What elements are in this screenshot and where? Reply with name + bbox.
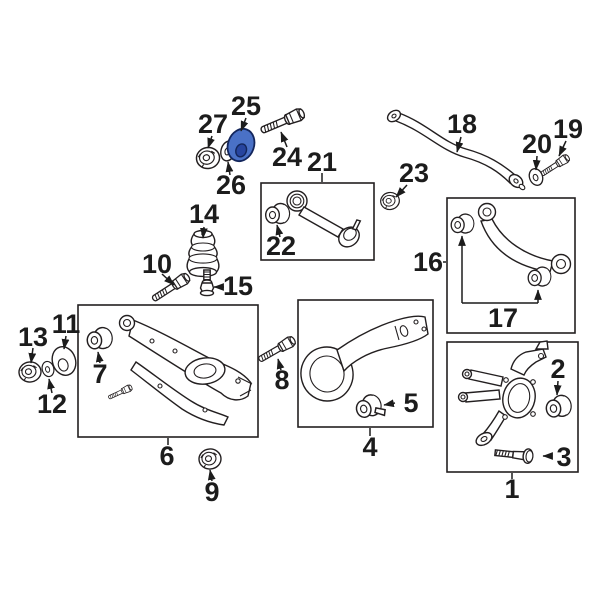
part-17-bushing-b [527,266,552,287]
callout-11: 11 [52,309,81,339]
arrow-10 [161,273,175,286]
arrow-27 [207,135,215,149]
callout-6: 6 [159,441,174,471]
callout-12: 12 [37,389,67,419]
part-3-bolt [494,448,534,465]
box-knuckle-1 [446,341,579,473]
callout-20: 20 [522,129,552,159]
arrow-23 [395,184,408,198]
callout-1: 1 [504,474,519,504]
callout-13: 13 [18,322,48,352]
part-23-nut [378,190,402,212]
arrow-24 [280,131,289,148]
callout-2: 2 [550,354,565,384]
part-1-knuckle [457,340,549,447]
arrow-11 [61,335,70,350]
part-22-bushing [265,202,291,225]
arrow-25 [240,117,249,132]
callout-24: 24 [272,142,302,172]
callout-22: 22 [266,231,296,261]
callout-23: 23 [399,158,429,188]
part-6-inner-bolt [106,383,134,402]
callout-labels: 1 2 3 4 5 6 7 8 9 10 11 12 13 14 15 16 1… [18,91,583,507]
callout-25: 25 [231,91,261,121]
part-9-flange-nut [197,447,223,471]
arrow-18 [455,136,464,153]
part-16-assist-arm [477,202,572,275]
part-24-bolt [258,106,307,137]
part-5-bushing [355,394,386,419]
part-21-lateral-link [286,190,362,248]
part-18-bar [386,109,526,191]
callout-7: 7 [92,359,107,389]
part-15-bolt [199,269,215,297]
arrow-9 [207,469,216,482]
arrow-20 [532,155,541,171]
callout-arrows [28,117,567,482]
box-trailing-arm-4 [297,299,434,428]
arrow-26 [225,161,234,176]
part-13-flange-nut [17,360,43,384]
callout-26: 26 [216,170,246,200]
arrow-5 [383,399,396,408]
part-27-flange-nut [194,145,222,171]
box-lower-arm-6 [77,304,259,438]
callout-4: 4 [362,432,377,462]
arrow-19 [558,140,567,157]
part-11-cup-washer [51,346,77,376]
part-8-bolt [255,334,298,366]
arrow-13 [28,347,37,364]
callout-8: 8 [274,365,289,395]
arrow-2 [553,380,562,396]
callout-27: 27 [198,109,228,139]
arrow-12 [47,378,55,394]
callout-14: 14 [189,199,219,229]
part-6-lower-arm [118,314,253,426]
part-2-bushing [544,393,574,420]
callout-21: 21 [307,147,337,177]
part-7-bushing [85,326,114,351]
callout-18: 18 [447,109,477,139]
callout-5: 5 [403,388,418,418]
box-assist-arm-16 [446,197,576,334]
callout-3: 3 [556,442,571,472]
part-25-insulator-highlighted [226,127,256,163]
callout-16: 16 [413,247,443,277]
arrow-22 [275,224,284,238]
callout-19: 19 [553,114,583,144]
callout-17: 17 [488,303,518,333]
part-17-bushing-a [450,213,475,234]
arrow-14 [200,226,208,239]
callout-15: 15 [223,271,253,301]
part-4-trailing-arm [300,315,429,402]
arrow-8 [276,358,285,371]
arrow-7 [95,351,104,364]
callout-10: 10 [142,249,172,279]
box-lateral-link-21 [260,182,375,261]
callout-9: 9 [204,477,219,507]
